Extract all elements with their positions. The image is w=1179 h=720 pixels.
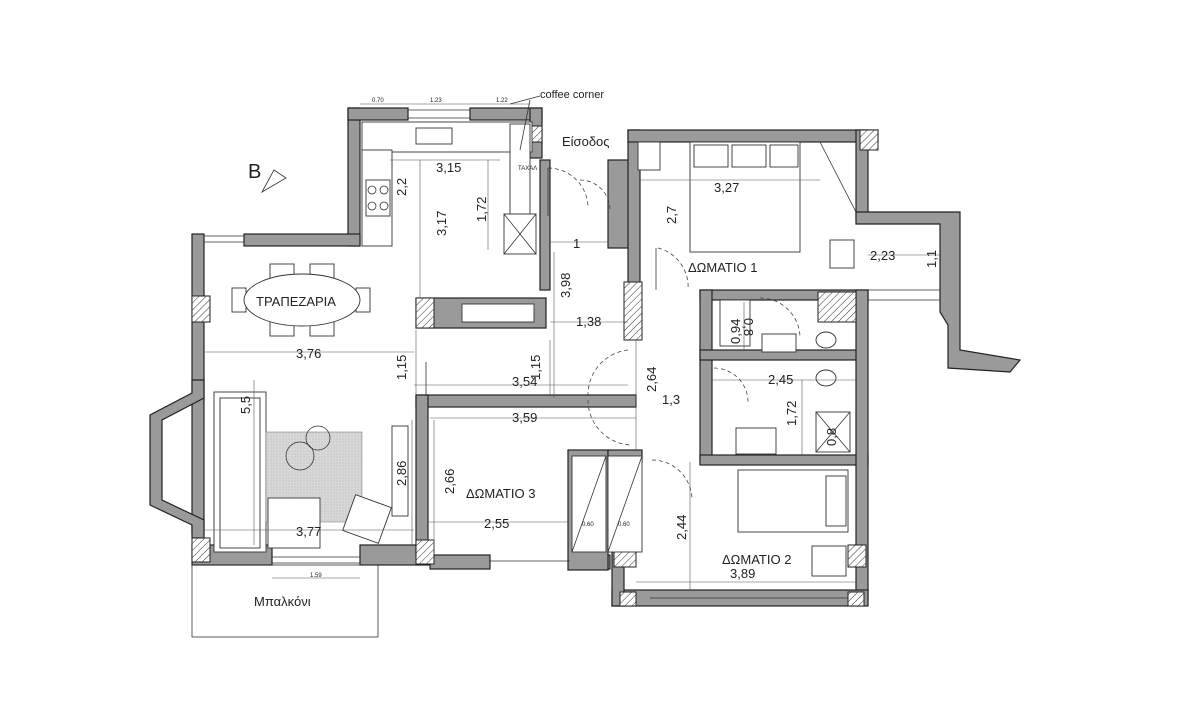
dim-room2-389: 3,89 xyxy=(730,566,755,581)
room-2: ΔΩΜΑΤΙΟ 2 xyxy=(722,552,791,567)
dim-hall-115: 1,15 xyxy=(528,355,543,380)
dim-room3-286: 2,86 xyxy=(394,461,409,486)
dim-corridor-398: 3,98 xyxy=(558,273,573,298)
dim-corridor-1: 1 xyxy=(573,236,580,251)
dim-room1-width: 3,27 xyxy=(714,180,739,195)
room1-furniture xyxy=(637,141,857,269)
dim-room3-266: 2,66 xyxy=(442,469,457,494)
room-1: ΔΩΜΑΤΙΟ 1 xyxy=(688,260,757,275)
dim-room1-223: 2,23 xyxy=(870,248,895,263)
dim-living-55: 5,5 xyxy=(238,396,253,414)
coffee-corner-label: coffee corner xyxy=(540,89,604,101)
dim-kitchen-317: 3,17 xyxy=(434,211,449,236)
dim-room2-244: 2,44 xyxy=(674,515,689,540)
doors xyxy=(425,167,801,501)
dim-top-070: 0.70 xyxy=(372,98,384,104)
room-dining: ΤΡΑΠΕΖΑΡΙΑ xyxy=(256,294,336,309)
dim-kitchen-width: 3,15 xyxy=(436,160,461,175)
bath-fixtures xyxy=(719,299,851,455)
room-3: ΔΩΜΑΤΙΟ 3 xyxy=(466,486,535,501)
dining-table xyxy=(231,263,371,337)
north-arrow xyxy=(260,169,287,194)
dim-top-123: 1.23 xyxy=(430,98,442,104)
dim-corr-138: 1,38 xyxy=(576,314,601,329)
living-furniture xyxy=(213,391,409,553)
coffee-pointer xyxy=(519,99,531,151)
dim-kitchen-22: 2,2 xyxy=(394,178,409,196)
dim-hall-13: 1,3 xyxy=(662,392,680,407)
dim-dining-115: 1,15 xyxy=(394,355,409,380)
dim-room1-11: 1,1 xyxy=(924,250,939,268)
dim-kitchen-172: 1,72 xyxy=(474,197,489,222)
dim-living-377: 3,77 xyxy=(296,524,321,539)
dim-dining-376: 3,76 xyxy=(296,346,321,361)
dimension-lines xyxy=(204,103,940,590)
balcony-outline xyxy=(191,564,379,638)
dim-hall-354: 3,54 xyxy=(512,374,537,389)
dim-hall-264: 2,64 xyxy=(644,367,659,392)
dim-closet-060a: 0.60 xyxy=(582,522,594,528)
kitchen-tag: ΤΑΧΑΛ xyxy=(518,166,537,172)
dim-top-122: 1.22 xyxy=(496,98,508,104)
windows xyxy=(204,109,940,599)
dim-bath-245: 2,45 xyxy=(768,372,793,387)
entrance-label: Είσοδος xyxy=(562,134,610,149)
coffee-leader xyxy=(509,95,541,105)
dim-wc-08a: 0,8 xyxy=(741,318,756,336)
dim-bath-172: 1,72 xyxy=(784,401,799,426)
dim-closet-060b: 0.60 xyxy=(618,522,630,528)
dim-wc-094: 0,94 xyxy=(728,319,743,344)
bedroom-furniture xyxy=(571,455,849,577)
dim-room3-255: 2,55 xyxy=(484,516,509,531)
dim-room1-27: 2,7 xyxy=(664,206,679,224)
room-balcony: Μπαλκόνι xyxy=(254,594,311,609)
dim-balcony-159: 1.59 xyxy=(310,573,322,579)
north-label: B xyxy=(248,161,261,183)
dim-room3-359: 3,59 xyxy=(512,410,537,425)
dim-bath-08b: 0,8 xyxy=(824,428,839,446)
kitchen-fixtures xyxy=(361,121,537,255)
